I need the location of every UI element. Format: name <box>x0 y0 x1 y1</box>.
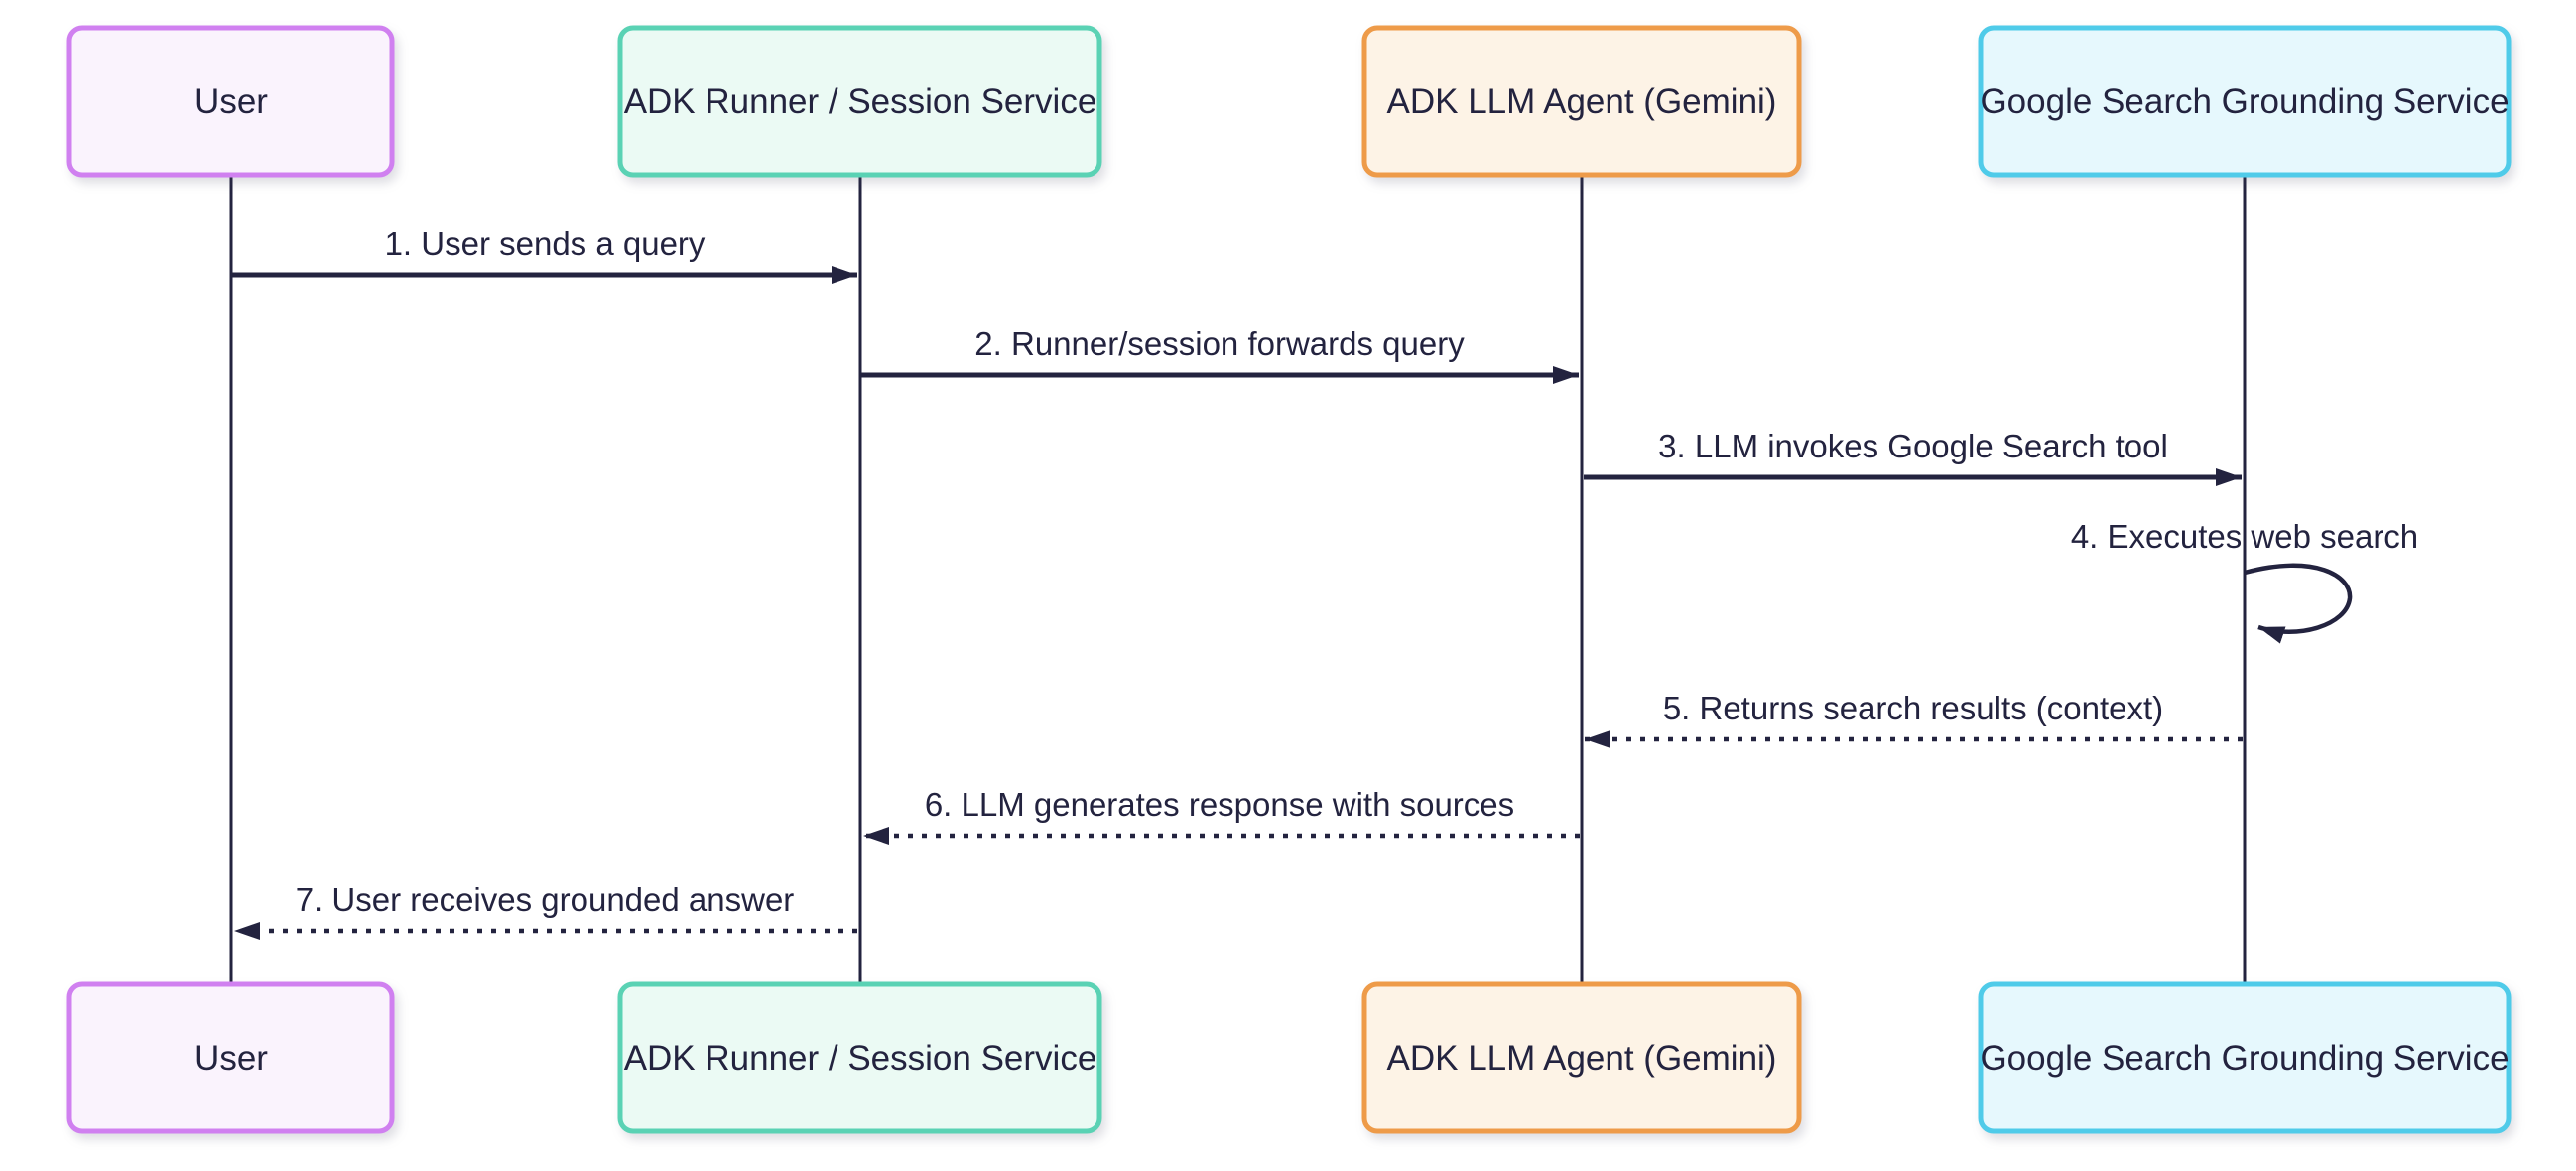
message-self-loop-4 <box>2244 563 2353 644</box>
actor-label-adk-llm-agent-bottom: ADK LLM Agent (Gemini) <box>1387 1039 1777 1078</box>
actor-label-google-search-top: Google Search Grounding Service <box>1980 82 2509 121</box>
message-label-5: 5. Returns search results (context) <box>1663 690 2163 726</box>
message-label-3: 3. LLM invokes Google Search tool <box>1658 428 2168 464</box>
actor-box-user-top <box>66 25 395 178</box>
message-label-4: 4. Executes web search <box>2071 518 2418 555</box>
actor-box-adk-runner-bottom <box>617 981 1102 1134</box>
message-label-6: 6. LLM generates response with sources <box>925 786 1514 823</box>
message-label-2: 2. Runner/session forwards query <box>974 325 1465 362</box>
actor-box-google-search-top <box>1978 25 2512 178</box>
message-label-1: 1. User sends a query <box>385 225 706 262</box>
message-label-7: 7. User receives grounded answer <box>296 881 795 918</box>
actor-label-adk-llm-agent-top: ADK LLM Agent (Gemini) <box>1387 82 1777 121</box>
actor-box-user-bottom <box>66 981 395 1134</box>
actor-box-adk-runner-top <box>617 25 1102 178</box>
actor-label-google-search-bottom: Google Search Grounding Service <box>1980 1039 2509 1078</box>
actor-label-adk-runner-bottom: ADK Runner / Session Service <box>624 1039 1097 1078</box>
actor-box-google-search-bottom <box>1978 981 2512 1134</box>
actor-box-adk-llm-agent-top <box>1361 25 1802 178</box>
actor-box-adk-llm-agent-bottom <box>1361 981 1802 1134</box>
actor-label-user-top: User <box>194 82 268 121</box>
actor-label-adk-runner-top: ADK Runner / Session Service <box>624 82 1097 121</box>
actor-label-user-bottom: User <box>194 1039 268 1078</box>
